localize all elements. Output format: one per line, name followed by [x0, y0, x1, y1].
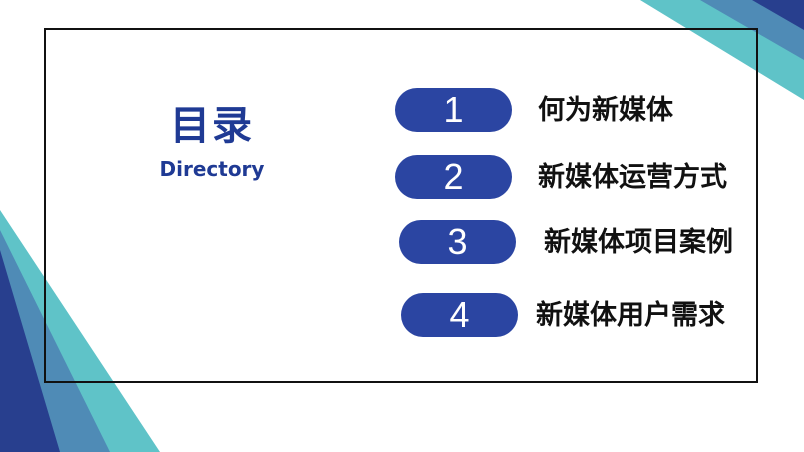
toc-label: 何为新媒体 [538, 95, 673, 126]
toc-label: 新媒体用户需求 [536, 300, 725, 331]
decor-bottom-left-blue [0, 250, 60, 452]
toc-label: 新媒体项目案例 [544, 227, 733, 258]
toc-number: 3 [447, 221, 468, 262]
toc-number-pill: 1 [395, 88, 512, 132]
toc-number-pill: 4 [401, 293, 518, 337]
toc-number-pill: 3 [399, 220, 516, 264]
decor-top-right-blue [752, 0, 804, 30]
title-chinese: 目录 [170, 103, 254, 149]
content-frame [44, 28, 758, 383]
toc-number-pill: 2 [395, 155, 512, 199]
toc-number: 2 [443, 156, 464, 197]
toc-number: 1 [443, 89, 464, 130]
title-english: Directory [159, 157, 265, 181]
title-block: 目录 Directory [150, 102, 274, 182]
toc-number: 4 [449, 294, 470, 335]
toc-label: 新媒体运营方式 [538, 162, 727, 193]
